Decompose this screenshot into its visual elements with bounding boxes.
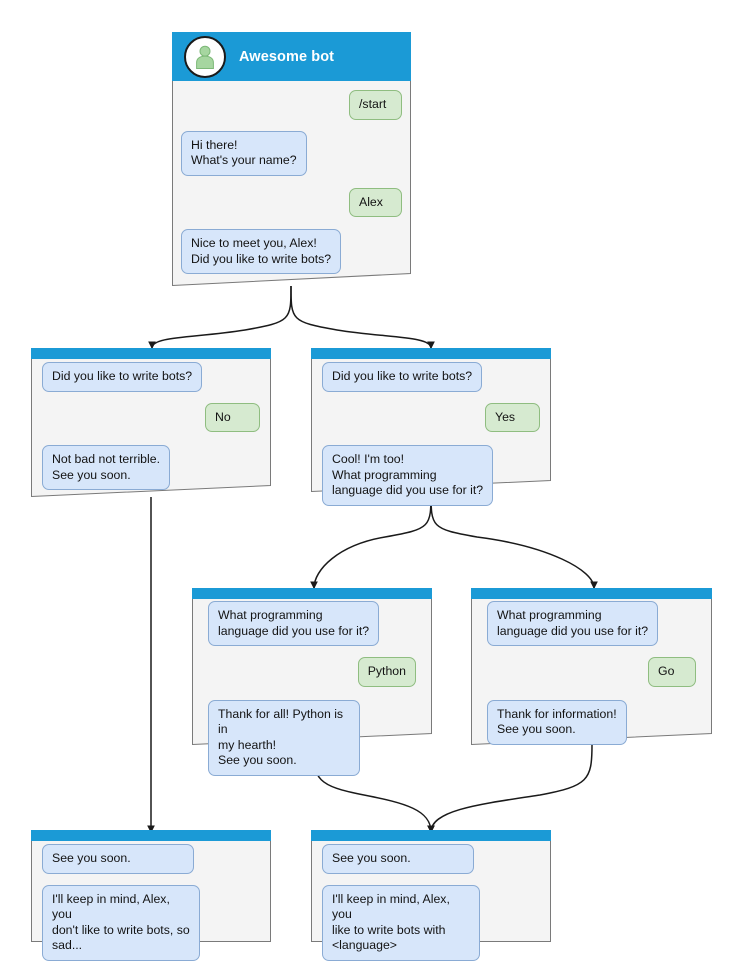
message-row: Hi there! What's your name?: [181, 130, 402, 176]
user-message-bubble[interactable]: /start: [349, 90, 402, 120]
user-message-bubble[interactable]: Go: [648, 657, 696, 687]
node-no-branch-messages: Did you like to write bots? No Not bad n…: [31, 362, 271, 490]
message-row: Not bad not terrible. See you soon.: [42, 445, 260, 490]
node-end-sad-header: [31, 830, 271, 841]
message-row: What programming language did you use fo…: [208, 601, 416, 646]
bot-message-bubble[interactable]: Did you like to write bots?: [322, 362, 483, 392]
edge-go-to-end-happy: [427, 744, 593, 834]
message-row: I'll keep in mind, Alex, you like to wri…: [322, 884, 540, 961]
edge-root-to-no: [148, 285, 292, 350]
bot-message-bubble[interactable]: Not bad not terrible. See you soon.: [42, 445, 171, 490]
message-row: See you soon.: [322, 844, 540, 874]
message-row: Nice to meet you, Alex! Did you like to …: [181, 229, 402, 274]
node-python-branch[interactable]: What programming language did you use fo…: [192, 588, 432, 776]
user-message-bubble[interactable]: Yes: [485, 402, 540, 432]
node-end-happy-messages: See you soon. I'll keep in mind, Alex, y…: [311, 844, 551, 961]
node-go-branch-messages: What programming language did you use fo…: [471, 601, 712, 745]
node-go-branch-header: [471, 588, 712, 599]
node-python-branch-header: [192, 588, 432, 599]
bot-message-bubble[interactable]: Cool! I'm too! What programming language…: [322, 445, 494, 506]
node-root-header: Awesome bot: [172, 32, 411, 81]
message-row: Did you like to write bots?: [322, 362, 540, 392]
user-message-bubble[interactable]: No: [205, 402, 260, 432]
message-row: Yes: [322, 402, 540, 432]
bot-message-bubble[interactable]: Did you like to write bots?: [42, 362, 203, 392]
node-end-happy-header: [311, 830, 551, 841]
message-row: Did you like to write bots?: [42, 362, 260, 392]
message-row: Alex: [181, 187, 402, 217]
message-row: What programming language did you use fo…: [487, 601, 696, 646]
message-row: Thank for information! See you soon.: [487, 699, 696, 745]
bot-message-bubble[interactable]: See you soon.: [42, 844, 194, 874]
node-root[interactable]: Awesome bot /start Hi there! What's your…: [172, 32, 411, 286]
node-end-happy[interactable]: See you soon. I'll keep in mind, Alex, y…: [311, 830, 551, 961]
bot-message-bubble[interactable]: What programming language did you use fo…: [208, 601, 380, 646]
bot-message-bubble[interactable]: Hi there! What's your name?: [181, 130, 307, 176]
bot-message-bubble[interactable]: I'll keep in mind, Alex, you don't like …: [42, 884, 200, 961]
edge-yes-to-go: [430, 491, 598, 590]
node-no-branch-header: [31, 348, 271, 359]
user-message-bubble[interactable]: Alex: [349, 187, 402, 217]
message-row: I'll keep in mind, Alex, you don't like …: [42, 884, 260, 961]
person-glyph-icon: [196, 45, 214, 69]
message-row: Thank for all! Python is in my hearth! S…: [208, 699, 416, 776]
bot-message-bubble[interactable]: I'll keep in mind, Alex, you like to wri…: [322, 884, 480, 961]
node-go-branch[interactable]: What programming language did you use fo…: [471, 588, 712, 745]
bot-message-bubble[interactable]: See you soon.: [322, 844, 474, 874]
user-message-bubble[interactable]: Python: [357, 657, 416, 687]
bot-message-bubble[interactable]: Thank for information! See you soon.: [487, 699, 627, 745]
node-yes-branch-header: [311, 348, 551, 359]
node-yes-branch[interactable]: Did you like to write bots? Yes Cool! I'…: [311, 348, 551, 506]
message-row: Cool! I'm too! What programming language…: [322, 445, 540, 506]
node-root-messages: /start Hi there! What's your name? Alex …: [172, 90, 411, 274]
message-row: No: [42, 402, 260, 432]
node-no-branch[interactable]: Did you like to write bots? No Not bad n…: [31, 348, 271, 497]
message-row: Python: [208, 657, 416, 687]
node-yes-branch-messages: Did you like to write bots? Yes Cool! I'…: [311, 362, 551, 506]
node-end-sad[interactable]: See you soon. I'll keep in mind, Alex, y…: [31, 830, 271, 961]
person-avatar-icon: [184, 35, 226, 78]
message-row: /start: [181, 90, 402, 120]
bot-name-label: Awesome bot: [239, 48, 335, 65]
node-end-sad-messages: See you soon. I'll keep in mind, Alex, y…: [31, 844, 271, 961]
bot-message-bubble[interactable]: What programming language did you use fo…: [487, 601, 659, 646]
bot-message-bubble[interactable]: Nice to meet you, Alex! Did you like to …: [181, 229, 342, 274]
message-row: See you soon.: [42, 844, 260, 874]
edge-root-to-yes: [290, 285, 435, 350]
bot-message-bubble[interactable]: Thank for all! Python is in my hearth! S…: [208, 699, 360, 776]
message-row: Go: [487, 657, 696, 687]
node-python-branch-messages: What programming language did you use fo…: [192, 601, 432, 776]
edge-yes-to-python: [310, 491, 432, 590]
